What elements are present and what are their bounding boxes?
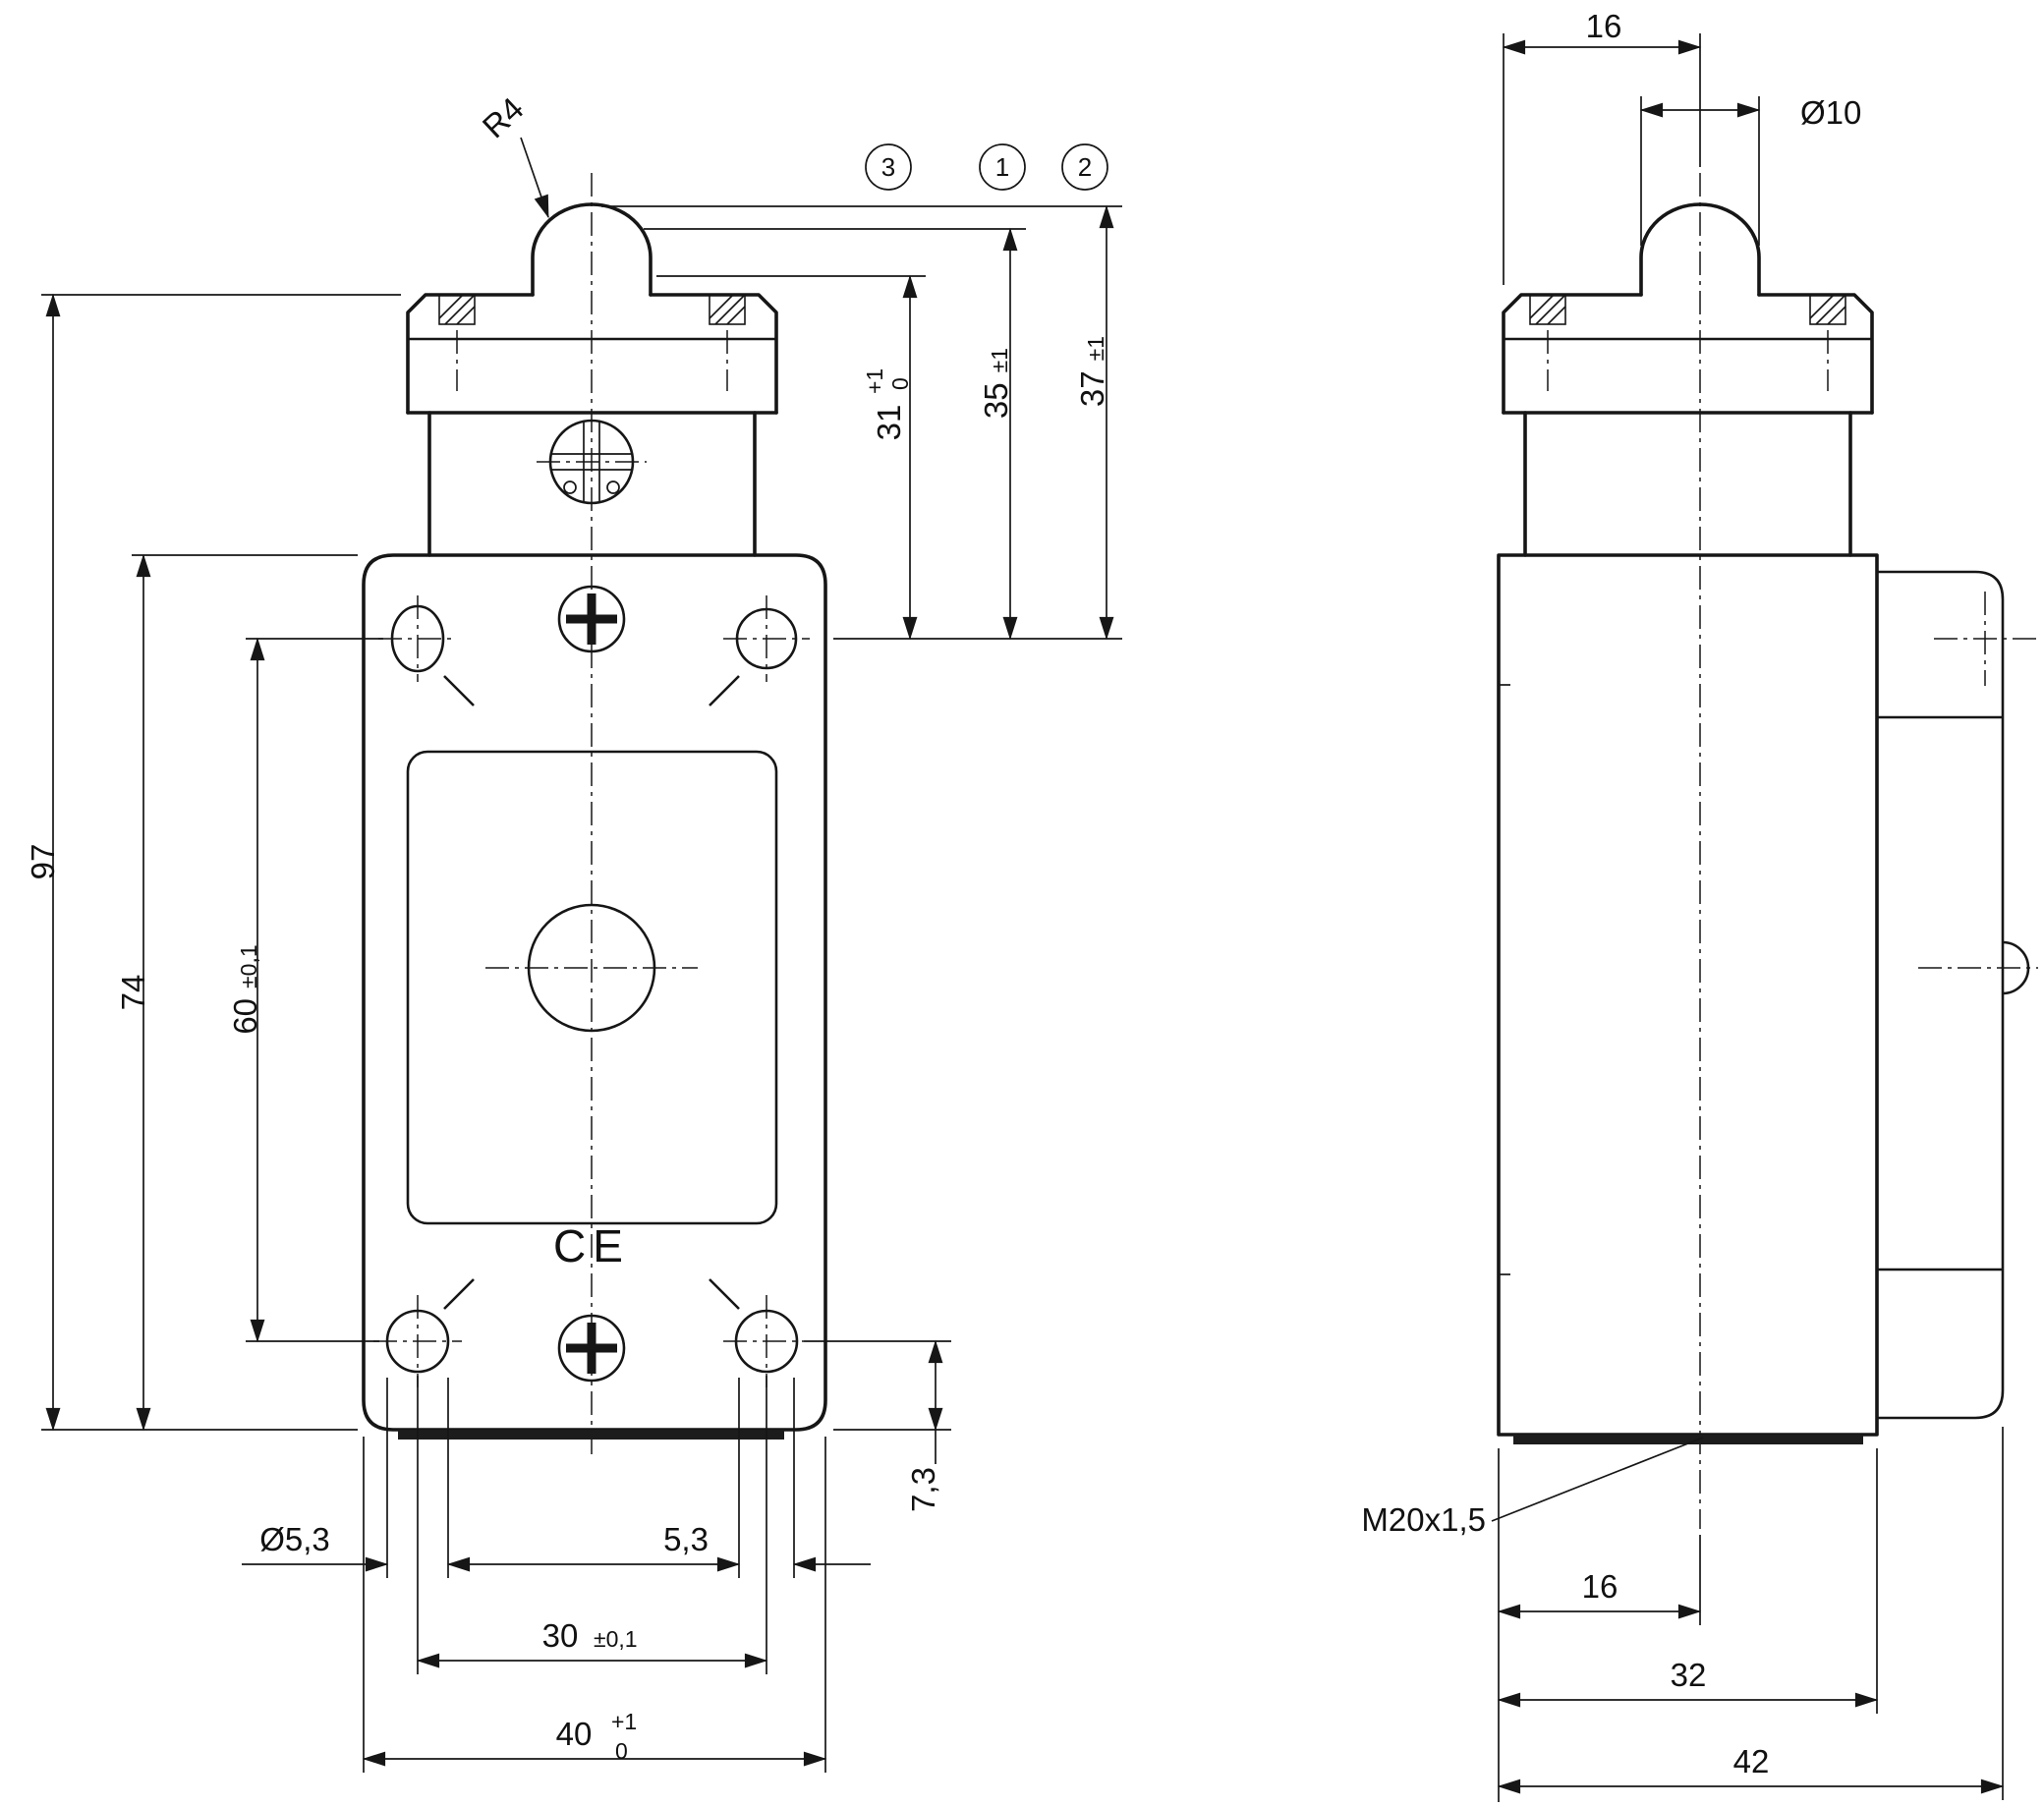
callout-3: 3 <box>865 143 912 191</box>
callout-1: 1 <box>979 143 1026 191</box>
radius-callout: R4 <box>476 90 549 219</box>
dim-60: 60±0,1 <box>227 637 383 1343</box>
dim-16-top: 16 <box>1502 8 1702 285</box>
dim-31: 31 +1 0 <box>656 274 926 641</box>
thread-callout: M20x1,5 <box>1361 1437 1704 1538</box>
svg-text:5,3: 5,3 <box>663 1521 709 1557</box>
svg-text:37±1: 37±1 <box>1074 336 1110 407</box>
svg-text:0: 0 <box>615 1738 628 1764</box>
svg-text:Ø10: Ø10 <box>1800 94 1861 131</box>
svg-text:M20x1,5: M20x1,5 <box>1361 1501 1486 1538</box>
side-cover-plate <box>1877 570 2005 1420</box>
dim-5-3: 5,3 <box>446 1378 871 1578</box>
side-view: 16 Ø10 M20x1,5 16 32 <box>1361 8 2038 1802</box>
dim-10-dia: Ø10 <box>1639 94 1861 246</box>
mounting-hole-bottom-right <box>734 1309 799 1374</box>
switch-head <box>406 293 778 557</box>
dim-74: 74 <box>115 553 358 1432</box>
switch-body: CE <box>362 553 827 1440</box>
dim-35: 35±1 <box>644 227 1026 641</box>
head-screw-slot-left-side <box>1529 294 1566 325</box>
side-centerlines <box>1547 173 2038 1529</box>
switch-body-side <box>1497 553 2030 1444</box>
callout-2: 2 <box>1061 143 1108 191</box>
cover-screw-top <box>557 585 626 653</box>
head-screw-slot-right-side <box>1809 294 1846 325</box>
head-screw-slot-left <box>438 294 476 325</box>
plunger-dome-side <box>1639 202 1761 297</box>
switch-head-side <box>1502 293 1874 557</box>
mounting-slot-top-left <box>390 604 445 673</box>
front-view: CE R4 3 1 2 <box>25 90 1122 1773</box>
svg-text:Ø5,3: Ø5,3 <box>259 1521 330 1557</box>
dim-7-3: 7,3 <box>804 1339 951 1512</box>
svg-text:42: 42 <box>1733 1743 1770 1779</box>
svg-text:97: 97 <box>25 844 61 880</box>
svg-text:40: 40 <box>556 1716 593 1752</box>
svg-text:60±0,1: 60±0,1 <box>227 944 263 1034</box>
position-callouts: 3 1 2 <box>865 143 1108 191</box>
svg-text:32: 32 <box>1671 1657 1707 1693</box>
dim-42: 42 <box>1497 1427 2005 1800</box>
svg-text:31: 31 <box>871 405 907 441</box>
cover-screw-bottom <box>557 1314 626 1383</box>
svg-text:1: 1 <box>995 152 1009 182</box>
dim-16-bottom: 16 <box>1497 1448 1702 1802</box>
mounting-hole-top-right <box>735 607 798 670</box>
ce-mark: CE <box>553 1220 630 1271</box>
mounting-hole-bottom-left <box>385 1309 450 1374</box>
head-fixing-screw <box>548 419 635 505</box>
svg-text:+1: +1 <box>862 368 887 394</box>
svg-text:3: 3 <box>881 152 895 182</box>
dim-97: 97 <box>25 293 401 1432</box>
svg-text:16: 16 <box>1582 1568 1618 1605</box>
dim-30: 30 ±0,1 <box>416 1376 768 1674</box>
svg-text:0: 0 <box>887 377 913 390</box>
svg-text:±0,1: ±0,1 <box>594 1626 638 1652</box>
dim-32: 32 <box>1497 1448 1879 1714</box>
svg-text:35±1: 35±1 <box>978 348 1014 419</box>
svg-text:2: 2 <box>1078 152 1092 182</box>
cover-panel <box>406 750 778 1225</box>
svg-text:R4: R4 <box>476 90 531 145</box>
svg-text:74: 74 <box>115 975 151 1011</box>
svg-text:30: 30 <box>542 1617 579 1654</box>
bottom-gasket-side <box>1513 1435 1863 1444</box>
head-screw-slot-right <box>709 294 746 325</box>
bottom-gasket <box>398 1430 784 1440</box>
svg-text:+1: +1 <box>611 1709 637 1734</box>
dim-40: 40 +1 0 <box>362 1437 827 1773</box>
svg-text:16: 16 <box>1586 8 1622 44</box>
cover-center-hole <box>527 903 656 1033</box>
svg-text:7,3: 7,3 <box>905 1467 941 1512</box>
side-plunger-bump <box>2002 940 2030 995</box>
dim-37: 37±1 <box>601 204 1122 641</box>
plunger-dome <box>531 202 653 297</box>
